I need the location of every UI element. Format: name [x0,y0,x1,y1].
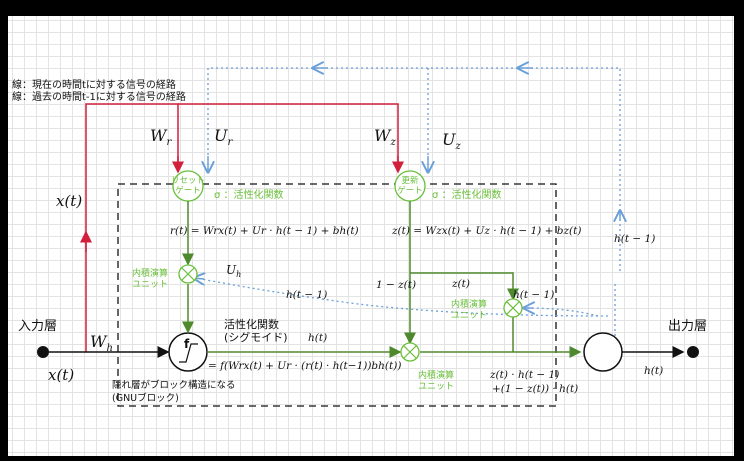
out-eq-1: z(t) · h(t − 1) [489,369,559,381]
past-signal-top-loop [207,67,621,336]
svg-text:更新: 更新 [401,175,419,186]
current-signal-path [85,103,179,352]
svg-text:Wh: Wh [90,332,113,354]
svg-text:隠れ層がブロック構造になる: 隠れ層がブロック構造になる [112,379,236,391]
svg-text:ゲート: ゲート [397,185,423,196]
svg-text:活性化関数: 活性化関数 [224,317,279,331]
svg-text:内積演算: 内積演算 [451,298,487,310]
r-equation: r(t) = Wrx(t) + Ur · h(t − 1) + bh(t) [170,225,359,237]
label-x-t-left: x(t) [48,366,74,384]
label-ur: U [214,126,228,145]
svg-text:Ur: Ur [214,126,233,148]
svg-text:ゲート: ゲート [175,185,201,196]
svg-text:(シグモイド): (シグモイド) [224,330,288,344]
h-t-minus1-c: h(t − 1) [614,233,655,245]
h-t-b: h(t) [644,365,663,377]
legend-current: 線：現在の時間tに対する信号の経路 [12,78,176,91]
sigma-update: σ ：活性化関数 [432,188,502,201]
sigma-reset: σ ：活性化関数 [214,188,284,201]
h-equation: = f(Wrx(t) + Ur · (r(t) · h(t−1))bh(t)) [208,360,401,372]
svg-text:Wz: Wz [374,126,396,148]
label-uz: U [442,130,456,149]
svg-text:Uh: Uh [226,263,241,279]
past-signal-to-uh [195,277,609,317]
label-wr: W [150,126,168,145]
multiply-node-main [400,342,420,362]
grid-paper: 線：現在の時間tに対する信号の経路 線：過去の時間t-1に対する信号の経路 入力… [8,16,734,456]
gru-block-boundary [117,183,557,407]
label-output-layer: 出力層 [668,319,707,334]
h-t-minus1-a: h(t − 1) [286,289,327,301]
svg-text:内積演算: 内積演算 [132,267,168,279]
svg-text:Uz: Uz [442,130,461,152]
h-t-a: h(t) [308,332,327,344]
svg-text:ユニット: ユニット [451,311,487,321]
svg-text:(GNUブロック): (GNUブロック) [112,392,179,404]
svg-text:ユニット: ユニット [418,382,454,392]
svg-text:ユニット: ユニット [132,280,168,290]
legend: 線：現在の時間tに対する信号の経路 線：過去の時間t-1に対する信号の経路 [12,78,186,103]
label-wz: W [374,126,392,145]
output-node [687,346,699,358]
multiply-node-update [503,298,523,318]
multiply-node-reset [178,264,198,284]
f-label: f [184,337,190,351]
gru-diagram: 線：現在の時間tに対する信号の経路 線：過去の時間t-1に対する信号の経路 入力… [12,16,707,407]
output-sum-node [583,332,623,372]
input-node [37,346,49,358]
h-t-minus1-b: h(t − 1) [513,289,554,301]
label-x-t-up: x(t) [56,192,82,210]
svg-text:内積演算: 内積演算 [418,369,454,381]
z-t-label: z(t) [451,278,470,290]
out-eq-2: +(1 − z(t)) · h(t) [492,383,578,395]
label-wh: W [90,332,108,351]
legend-past: 線：過去の時間t-1に対する信号の経路 [12,90,186,103]
svg-text:リセット: リセット [171,176,205,186]
one-minus-z: 1 − z(t) [376,279,416,291]
z-equation: z(t) = Wzx(t) + Uz · h(t − 1) + bz(t) [391,225,581,237]
label-input-layer: 入力層 [18,319,57,334]
label-uh: U [226,263,237,277]
svg-text:Wr: Wr [150,126,172,148]
